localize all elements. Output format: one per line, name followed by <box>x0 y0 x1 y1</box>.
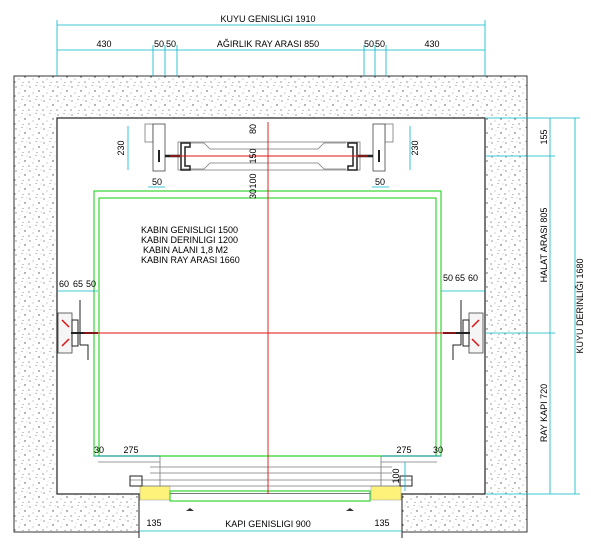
cabin-info: KABIN GENISLIGI 1500 KABIN DERINLIGI 120… <box>141 225 240 265</box>
dim-top-left-50a: 50 <box>154 39 164 49</box>
dim-center-80: 80 <box>248 124 258 134</box>
dim-top-left-430: 430 <box>96 39 111 49</box>
rail-door-label: RAY KAPI 720 <box>539 384 549 442</box>
dim-door-135-left: 135 <box>146 518 161 528</box>
dim-top-right-430: 430 <box>424 39 439 49</box>
dim-center-150: 150 <box>248 148 258 163</box>
door-width-label: KAPI GENISLIGI 900 <box>225 519 311 529</box>
cabin-width-text: KABIN GENISLIGI 1500 <box>141 225 238 235</box>
dim-right-60: 60 <box>468 273 478 283</box>
shaft-depth-label: KUYU DERINLIĞI 1680 <box>575 258 585 353</box>
dim-rail-230-right: 230 <box>410 140 420 155</box>
rope-distance-label: HALAT ARASI 805 <box>539 208 549 283</box>
dim-top-left-50b: 50 <box>166 39 176 49</box>
cabin-depth-text: KABIN DERINLIGI 1200 <box>141 235 238 245</box>
dim-bottom-left-30: 30 <box>94 445 104 455</box>
dim-left-50: 50 <box>86 279 96 289</box>
dim-top-right-50b: 50 <box>375 39 385 49</box>
dim-center-100: 100 <box>248 173 258 188</box>
dim-bottom-right-30: 30 <box>433 445 443 455</box>
cabin-rail-span-text: KABIN RAY ARASI 1660 <box>141 255 240 265</box>
door-sill <box>169 490 371 502</box>
shaft-wall <box>13 75 528 533</box>
dim-door-100: 100 <box>391 468 401 483</box>
rail-right <box>443 300 484 360</box>
cabin-area-text: KABIN ALANI 1,8 M2 <box>143 245 228 255</box>
dim-right-50: 50 <box>443 273 453 283</box>
shaft-width-label: KUYU GENISLIGI 1910 <box>220 14 315 24</box>
dim-top-right-50a: 50 <box>364 39 374 49</box>
dim-rail-50-left: 50 <box>152 177 162 187</box>
door-arrow-right-icon <box>346 508 354 511</box>
rail-distance-label: AĞIRLIK RAY ARASI 850 <box>217 39 319 49</box>
dimension-lines: KUYU GENISLIGI 1910 AĞIRLIK RAY ARASI 85… <box>56 14 585 532</box>
rail-bracket-right <box>372 123 386 172</box>
cabin-inner <box>98 197 437 457</box>
door-arrow-left-icon <box>186 508 194 511</box>
door-operator-left <box>129 475 143 487</box>
rail-bracket-left <box>152 123 166 172</box>
dim-left-60: 60 <box>59 279 69 289</box>
dim-bottom-right-275: 275 <box>396 445 411 455</box>
dim-left-65: 65 <box>73 279 83 289</box>
dim-rail-50-right: 50 <box>375 177 385 187</box>
shaft-interior <box>56 117 486 495</box>
centerlines <box>84 122 456 494</box>
dim-bottom-left-275: 275 <box>123 445 138 455</box>
counterweight-frame <box>177 141 361 171</box>
dim-center-30: 30 <box>248 189 258 199</box>
door-jamb-left <box>139 485 171 501</box>
door-operator-right <box>399 475 413 487</box>
dim-door-135-right: 135 <box>374 518 389 528</box>
dim-right-65: 65 <box>455 273 465 283</box>
dim-right-155: 155 <box>539 129 549 144</box>
dim-rail-230-left: 230 <box>116 140 126 155</box>
door-jamb-right <box>370 485 402 501</box>
